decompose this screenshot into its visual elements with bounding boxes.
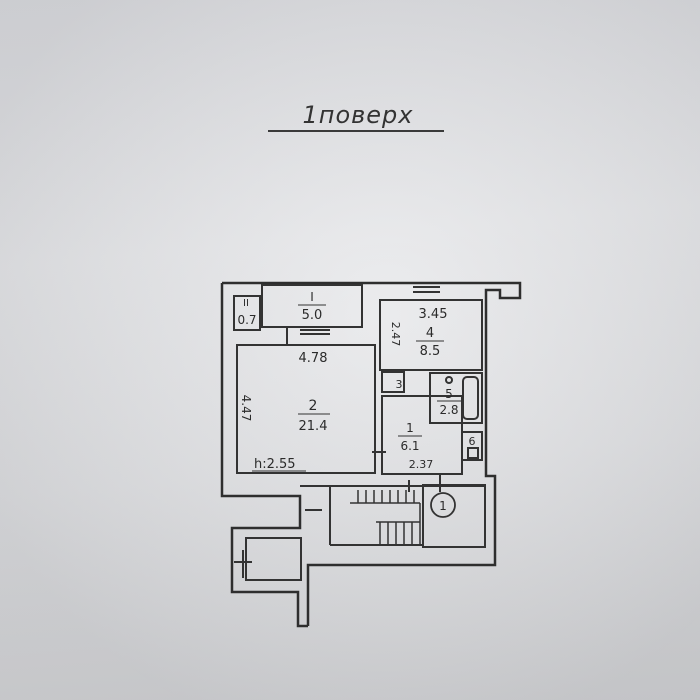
stove: [467, 447, 479, 459]
room-4-number: 4: [426, 326, 434, 341]
room-i-walls: [261, 284, 363, 328]
room-6-number: 6: [469, 435, 476, 448]
room-3-number: 3: [396, 378, 403, 391]
room-ii-number: II: [243, 298, 249, 309]
inner-walls: [233, 284, 486, 581]
room-1-area: 6.1: [400, 439, 419, 453]
room-4-height: 2.47: [389, 322, 402, 347]
floor-title: 1поверх: [302, 101, 414, 129]
room-1-number: 1: [406, 421, 414, 435]
ceiling-height: h:2.55: [254, 457, 296, 472]
room-4-area: 8.5: [420, 344, 441, 359]
room-2-height: 4.47: [239, 395, 253, 422]
room-1-width: 2.37: [409, 458, 434, 471]
outer-walls: [220, 281, 522, 628]
sink: [445, 376, 453, 384]
room-ii-walls: [233, 295, 261, 331]
title-underline: [268, 130, 444, 132]
lower-room-walls: [245, 537, 302, 581]
room-2-number: 2: [309, 398, 318, 414]
room-5-walls: [429, 372, 483, 424]
room-4-walls: [379, 299, 483, 371]
room-5-number: 5: [445, 387, 453, 401]
entrance-marker: [430, 492, 456, 518]
room-4-width: 3.45: [419, 307, 448, 322]
entrance-number: 1: [439, 499, 447, 513]
lower-right-walls: [422, 484, 486, 548]
stairs: [350, 490, 421, 545]
bathtub: [462, 376, 479, 420]
room-i-number: I: [310, 290, 314, 304]
openings: [234, 286, 441, 578]
room-2-walls: [236, 344, 376, 474]
room-ii-area: 0.7: [237, 313, 256, 327]
room-i-area: 5.0: [302, 308, 323, 323]
room-5-area: 2.8: [439, 403, 458, 417]
room-2-width: 4.78: [299, 351, 328, 366]
room-2-area: 21.4: [299, 419, 328, 434]
room-6-walls: [461, 431, 483, 461]
room-3-walls: [381, 371, 405, 393]
